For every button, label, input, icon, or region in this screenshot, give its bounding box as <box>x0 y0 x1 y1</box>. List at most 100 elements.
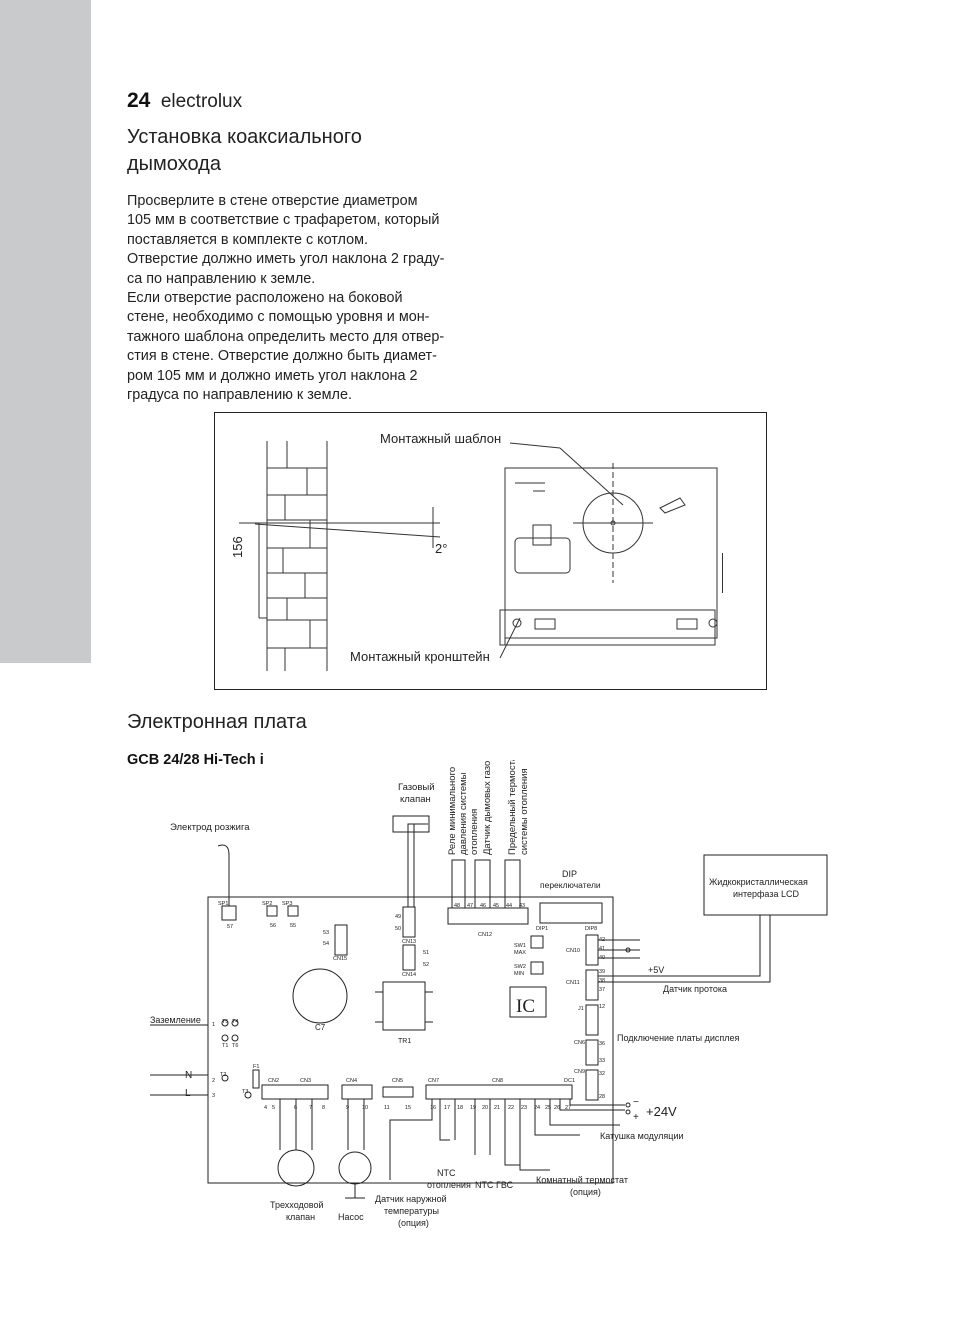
mark-cn7: CN7 <box>428 1078 439 1084</box>
section-title-board: Электронная плата <box>127 711 307 733</box>
label-relay-3: отопления <box>469 809 480 855</box>
label-gas-valve-1: Газовый <box>398 782 435 793</box>
mark-b20: 20 <box>482 1105 488 1111</box>
label-relay-2: давления системы <box>458 772 469 855</box>
label-room-thermo-2: (опция) <box>570 1187 601 1197</box>
label-ground: Заземление <box>150 1015 201 1025</box>
mark-b5: 5 <box>272 1105 275 1111</box>
mark-b7: 7 <box>309 1105 312 1111</box>
mark-f1: F1 <box>253 1064 259 1070</box>
mark-b17: 17 <box>444 1105 450 1111</box>
label-dip-2: переключатели <box>540 880 601 890</box>
board-outline <box>207 896 614 1184</box>
label-flue-sensor: Датчик дымовых газов <box>482 760 493 855</box>
mark-39: 39 <box>599 969 605 975</box>
mark-cn14: CN14 <box>402 972 416 978</box>
mark-b19: 19 <box>470 1105 476 1111</box>
mark-sp3: SP3 <box>282 901 292 907</box>
label-l: L <box>185 1088 191 1099</box>
label-three-way-2: клапан <box>286 1212 315 1222</box>
label-bracket: Монтажный кронштейн <box>350 649 490 664</box>
three-way-valve <box>277 1149 315 1187</box>
label-limit-thermo-2: системы отопления <box>519 768 530 855</box>
label-outdoor-1: Датчик наружной <box>375 1194 447 1204</box>
mark-45: 45 <box>493 903 499 909</box>
mark-sw1-max: MAX <box>514 950 526 956</box>
label-template: Монтажный шаблон <box>380 431 502 446</box>
mark-cn15: CN15 <box>333 956 347 962</box>
label-ic: IC <box>516 996 535 1017</box>
dimension-156: 156 <box>230 536 245 558</box>
text-line: ром 105 мм и должно иметь угол наклона 2 <box>127 367 418 384</box>
mark-b22: 22 <box>508 1105 514 1111</box>
label-24v: +24V <box>646 1104 677 1119</box>
mark-sp2: SP2 <box>262 901 272 907</box>
text-line: Просверлите в стене отверстие диаметром <box>127 193 418 209</box>
title-line: дымохода <box>127 153 221 175</box>
mark-40: 40 <box>599 955 605 961</box>
mounting-figure: Монтажный шаблон Монтажный кронштейн 156… <box>214 412 767 690</box>
label-n: N <box>185 1070 192 1081</box>
mark-cn6: CN6 <box>574 1040 585 1046</box>
label-gas-valve-2: клапан <box>400 794 431 805</box>
mark-t4: T4 <box>232 1019 238 1025</box>
mark-sw2: SW2 <box>514 964 526 970</box>
mark-j1: J1 <box>578 1006 584 1012</box>
mark-cn10: CN10 <box>566 948 580 954</box>
mark-cn13: CN13 <box>402 939 416 945</box>
label-ntc-heat-2: отопления <box>427 1180 471 1190</box>
mark-32: 32 <box>599 1071 605 1077</box>
mark-cn12: CN12 <box>478 932 492 938</box>
mark-b6: 6 <box>294 1105 297 1111</box>
installation-text: Просверлите в стене отверстие диаметром … <box>127 192 487 405</box>
mark-56: 56 <box>270 923 276 929</box>
cn12 <box>447 907 529 925</box>
side-tab-bar <box>0 0 91 663</box>
model-name: GCB 24/28 Hi-Tech i <box>127 752 264 768</box>
label-lcd-1: Жидкокристаллическая <box>709 877 808 887</box>
mark-42: 42 <box>599 937 605 943</box>
label-room-thermo-1: Комнатный термостат <box>536 1175 628 1185</box>
mark-47: 47 <box>467 903 473 909</box>
mark-41: 41 <box>599 946 605 952</box>
label-three-way-1: Трехходовой <box>270 1200 323 1210</box>
label-lcd-2: интерфаза LCD <box>733 889 799 899</box>
wiring-diagram: Электрод розжига Газовый клапан Реле мин… <box>150 760 828 1228</box>
angle-label: 2° <box>435 541 448 556</box>
section-title-chimney: Установка коаксиального дымохода <box>127 124 457 178</box>
mark-46: 46 <box>480 903 486 909</box>
mark-37: 37 <box>599 987 605 993</box>
text-line: 105 мм в соответствие с трафаретом, кото… <box>127 212 440 229</box>
mark-cn4: CN4 <box>346 1078 357 1084</box>
label-outdoor-3: (опция) <box>398 1218 429 1228</box>
text-line: стия в стене. Отверстие должно быть диам… <box>127 348 437 365</box>
mark-50: 50 <box>395 926 401 932</box>
mark-2: 2 <box>212 1078 215 1084</box>
label-limit-thermo-1: Предельный термостат <box>507 760 518 855</box>
title-line: Установка коаксиального <box>127 126 362 148</box>
mark-55: 55 <box>290 923 296 929</box>
label-ntc-heat-1: NTC <box>437 1168 456 1178</box>
label-mod-coil: Катушка модуляции <box>600 1131 684 1141</box>
mark-b27: 27 <box>565 1105 571 1111</box>
mark-38: 38 <box>599 978 605 984</box>
label-pump: Насос <box>338 1212 364 1222</box>
mark-43: 43 <box>519 903 525 909</box>
mark-48: 48 <box>454 903 460 909</box>
pump <box>338 1151 372 1185</box>
label-tr1: TR1 <box>398 1038 411 1045</box>
dip-switch <box>539 902 603 924</box>
mark-49: 49 <box>395 914 401 920</box>
mark-b23: 23 <box>521 1105 527 1111</box>
text-line: Отверстие должно иметь угол наклона 2 гр… <box>127 251 445 268</box>
mark-28: 28 <box>599 1094 605 1100</box>
mark-b24: 24 <box>534 1105 540 1111</box>
mark-cn8: CN8 <box>492 1078 503 1084</box>
mark-b18: 18 <box>457 1105 463 1111</box>
mark-b8: 8 <box>322 1105 325 1111</box>
mounting-drawing <box>239 441 723 671</box>
text-line: градуса по направлению к земле. <box>127 387 352 404</box>
text-line: стене, необходимо с помощью уровня и мон… <box>127 309 430 326</box>
mark-dc1: DC1 <box>564 1078 575 1084</box>
text-line: поставляется в комплекте с котлом. <box>127 231 369 248</box>
